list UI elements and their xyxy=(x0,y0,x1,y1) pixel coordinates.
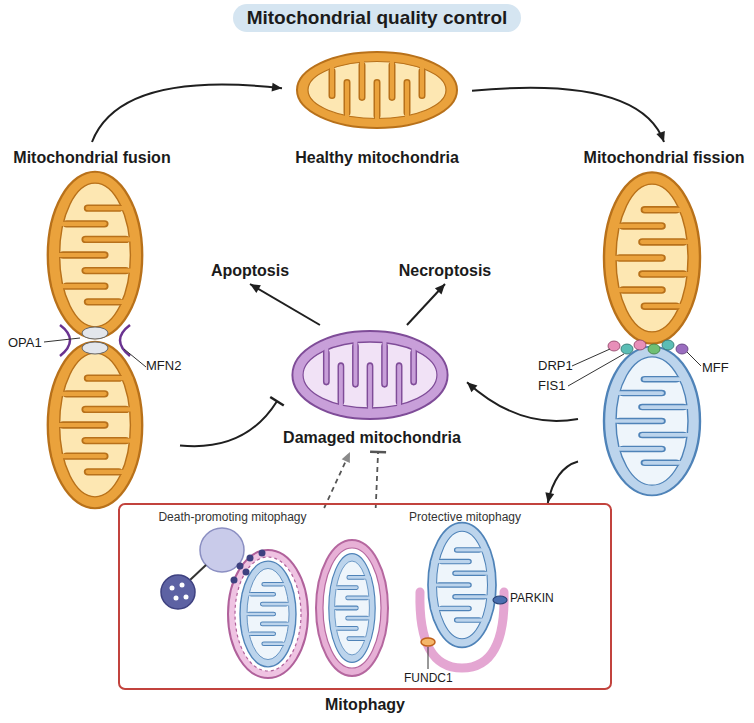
connector-line xyxy=(324,452,350,508)
connector-line xyxy=(472,88,664,142)
phagophore xyxy=(420,592,504,668)
fusion-panel: Mitochondrial fusion xyxy=(4,142,180,512)
connector-line xyxy=(376,452,378,508)
hydrolase-dot xyxy=(231,577,238,584)
title-pill: Mitochondrial quality control xyxy=(233,4,522,32)
protein-label: OPA1 xyxy=(8,335,42,351)
healthy-mitochondria: Healthy mitochondria xyxy=(282,48,472,170)
autophagosome xyxy=(316,540,388,676)
arrow-head xyxy=(342,452,350,463)
node-label: Mitochondrial fission xyxy=(584,148,745,167)
protein-label: PARKIN xyxy=(510,591,554,605)
fission-protein xyxy=(648,344,660,354)
connector xyxy=(472,88,665,142)
dashed-connector xyxy=(370,452,386,508)
connector xyxy=(92,83,282,142)
arrow-head xyxy=(656,131,664,142)
leader-line xyxy=(572,349,610,366)
fis1-protein xyxy=(621,344,633,354)
inhibition-bar xyxy=(370,450,386,453)
connector-line xyxy=(548,462,578,504)
diagram-title: Mitochondrial quality control xyxy=(247,4,508,32)
autophagosome-lumen xyxy=(323,548,381,668)
connector xyxy=(180,397,284,446)
dashed-connector xyxy=(324,452,350,508)
hydrolase-dot xyxy=(259,550,266,557)
outcome-label: Apoptosis xyxy=(200,258,300,284)
lysosome-dot xyxy=(174,596,179,601)
node-label: Death-promoting mitophagy xyxy=(158,510,306,524)
connector xyxy=(545,462,578,504)
fis1-protein xyxy=(662,340,674,350)
protein-label: MFN2 xyxy=(146,358,181,374)
fission-panel: Mitochondrial fission xyxy=(578,142,750,497)
opa1-protein xyxy=(82,327,108,339)
mitophagy-box: Mitophagy Death-promoting mitophagy Protec… xyxy=(118,503,612,718)
connector-line xyxy=(180,401,277,446)
engulfed-mitochondrion xyxy=(240,561,296,667)
node-label: Apoptosis xyxy=(211,261,289,280)
damaged-mitochondrion xyxy=(292,331,447,419)
engulfed-mitochondrion xyxy=(329,554,375,663)
mitophagy-pathway: Death-promoting mitophagy xyxy=(135,508,330,688)
leader-line xyxy=(124,349,146,367)
connector xyxy=(407,284,445,325)
arrow-head xyxy=(467,382,477,392)
drp1-protein xyxy=(634,340,646,350)
dividing-mitochondrion xyxy=(604,172,700,343)
arrow-head xyxy=(435,284,445,294)
leader-line xyxy=(687,352,701,366)
hydrolase-dot xyxy=(247,555,254,562)
outcome-label: Necroptosis xyxy=(385,258,505,284)
fundc1-receptor xyxy=(421,638,435,646)
healthy-mitochondrion xyxy=(297,52,457,128)
lysosome-dot xyxy=(180,583,185,588)
damaged-mitochondria: Damaged mitochondria xyxy=(277,325,467,452)
node-label: Mitophagy xyxy=(325,695,405,714)
hydrolase-dot xyxy=(243,569,250,576)
lysosome xyxy=(161,575,195,609)
connector-line xyxy=(250,284,320,325)
node-label: Healthy mitochondria xyxy=(295,148,459,167)
mfn2-tether xyxy=(120,325,130,356)
node-label: Protective mitophagy xyxy=(409,510,521,524)
parkin-protein xyxy=(493,596,507,604)
vesicle xyxy=(200,528,244,572)
autolysosome-lumen xyxy=(235,557,301,671)
tagged-mitochondrion xyxy=(428,523,496,648)
dividing-mitochondrion xyxy=(604,347,700,496)
arrow-head xyxy=(272,83,282,92)
fusing-mitochondrion xyxy=(48,342,142,508)
leader-line xyxy=(44,338,80,342)
hydrolase-dot xyxy=(237,563,244,570)
protein-label: DRP1 xyxy=(538,358,573,374)
arrow-head xyxy=(250,284,261,293)
arrow-head xyxy=(545,492,554,503)
protein-label: MFF xyxy=(702,360,729,376)
node-label: Mitochondrial fusion xyxy=(13,148,170,167)
protein-label: FIS1 xyxy=(538,378,565,394)
node-label: Necroptosis xyxy=(399,261,491,280)
connector-line xyxy=(92,85,282,142)
connector xyxy=(250,284,320,325)
mff-protein xyxy=(676,344,688,354)
lysosome-dot xyxy=(170,586,175,591)
leader-line xyxy=(428,647,429,669)
autolysosome xyxy=(228,550,308,678)
leader-line xyxy=(568,354,624,386)
fusing-mitochondrion xyxy=(48,172,142,338)
connector-line xyxy=(407,284,445,325)
fusion-link xyxy=(190,565,206,580)
lysosome-dot xyxy=(184,595,189,600)
protein-label: FUNDC1 xyxy=(404,671,453,685)
opa1-protein xyxy=(82,342,108,354)
node-label: Damaged mitochondria xyxy=(283,428,461,447)
inhibition-bar xyxy=(270,397,284,406)
